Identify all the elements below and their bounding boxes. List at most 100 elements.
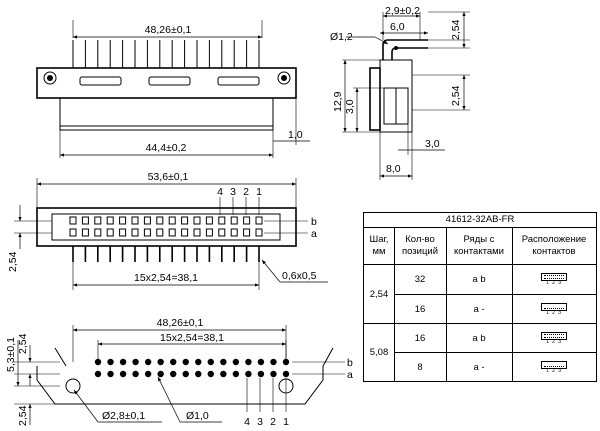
bottom-dim-span: 15x2,54=38,1 [160, 332, 224, 344]
bottom-pin-label-4: 4 [244, 416, 250, 428]
bottom-pin-label-3: 3 [257, 416, 263, 428]
hole-row-a [270, 370, 277, 378]
front-contact-b [106, 216, 114, 225]
cell-pitch: 5,08 [364, 323, 395, 381]
hole-row-b [232, 358, 240, 366]
hole-row-b [282, 358, 290, 366]
bottom-outline [36, 366, 324, 405]
front-view: 53,6±0,1 4 3 2 1 b a 2,54 15x2,54=38,1 0… [7, 171, 328, 290]
top-pins [72, 40, 260, 68]
side-flange [369, 67, 381, 131]
top-dim-width: 48,26±0,1 [145, 24, 192, 36]
pin-layout-icon [541, 360, 567, 369]
hole-row-a [282, 370, 290, 378]
front-contact-a [156, 228, 164, 237]
front-row-a: a [311, 228, 317, 240]
hole-row-b [257, 358, 265, 366]
bottom-pin-label-2: 2 [270, 416, 276, 428]
hole-row-a [195, 370, 202, 378]
side-view: 2,9±0,2 6,0 Ø1,2 2,54 2,54 12,9 3,0 8,0 [330, 5, 470, 180]
front-contact-a [168, 228, 176, 237]
front-contact-a [131, 228, 139, 237]
front-contact-b [181, 216, 189, 225]
front-pin-label-3: 3 [230, 186, 236, 198]
spec-table: 41612-32AB-FR Шаг, мм Кол-во позиций Ряд… [363, 212, 597, 382]
header-pitch: Шаг, мм [364, 228, 395, 264]
top-body [59, 97, 274, 131]
hole-row-a [157, 370, 164, 378]
hole-row-b [245, 358, 252, 366]
bottom-dim-pin-hole: Ø1,0 [186, 410, 209, 422]
front-contact-b [69, 216, 77, 225]
hole-row-a [170, 370, 177, 378]
front-contact-b [119, 216, 127, 225]
pin-layout-icon [541, 302, 567, 311]
front-dim-overall: 53,6±0,1 [148, 171, 189, 183]
hole-row-b [94, 358, 102, 366]
front-contact-b [230, 216, 238, 225]
hole-row-b [107, 358, 114, 366]
cell-count: 32 [394, 265, 447, 294]
hole-row-a [245, 370, 252, 378]
bottom-view: 48,26±0,1 15x2,54=38,1 b a 5,3±0,1 2,54 … [5, 317, 353, 428]
front-contact-a [243, 228, 251, 237]
bottom-dim-top-254: 2,54 [17, 333, 29, 354]
hole-row-b [220, 358, 227, 366]
front-contact-b [81, 216, 89, 225]
top-dim-body: 44,4±0,2 [146, 142, 187, 154]
bottom-row-b: b [347, 357, 353, 369]
front-contact-a [106, 228, 114, 237]
side-dim-hole: Ø1,2 [330, 31, 353, 43]
top-view: 48,26±0,1 44,4±0,2 1,0 [36, 20, 310, 158]
front-contact-a [69, 228, 77, 237]
cell-count: 16 [394, 324, 447, 352]
bottom-row-a: a [347, 369, 353, 381]
top-dim-edge: 1,0 [288, 129, 303, 141]
hole-row-b [182, 358, 189, 366]
cell-layout: 1 2 3 [512, 265, 596, 294]
front-contact-b [94, 216, 102, 225]
side-dim-row-bottom: 2,54 [450, 85, 462, 106]
front-contact-a [230, 228, 238, 237]
front-contact-a [218, 228, 226, 237]
front-frame [36, 207, 297, 247]
cell-rows: a b [446, 324, 513, 352]
front-contacts [69, 216, 263, 237]
hole-row-a [207, 370, 214, 378]
front-contact-a [181, 228, 189, 237]
front-contact-a [193, 228, 201, 237]
hole-row-a [119, 370, 127, 378]
front-contact-b [193, 216, 201, 225]
top-slot [148, 76, 191, 86]
side-pin-upper [382, 39, 428, 60]
hole-row-b [144, 358, 152, 366]
front-row-b: b [311, 216, 317, 228]
spec-table-title: 41612-32AB-FR [364, 213, 596, 228]
side-dim-face: 3,0 [344, 99, 356, 114]
front-pins [72, 246, 260, 262]
front-contact-a [205, 228, 213, 237]
header-rows: Ряды с контактами [446, 228, 513, 264]
side-dim-base: 8,0 [386, 163, 401, 175]
cell-count: 16 [394, 295, 447, 323]
bottom-dim-5-3: 5,3±0,1 [5, 337, 17, 372]
hole-row-b [132, 358, 139, 366]
hole-row-a [144, 370, 152, 378]
front-dim-span: 15x2,54=38,1 [134, 272, 198, 284]
bottom-mount-hole-left [65, 378, 81, 394]
front-contact-b [143, 216, 151, 225]
hole-row-b [207, 358, 214, 366]
cell-rows: a - [446, 295, 513, 323]
bottom-dim-mount-hole: Ø2,8±0,1 [102, 410, 145, 422]
side-dim-tail: 3,0 [425, 138, 440, 150]
cell-count: 8 [394, 353, 447, 381]
front-pin-label-2: 2 [243, 186, 249, 198]
cell-rows: a b [446, 265, 513, 294]
header-layout: Расположение контактов [521, 234, 587, 257]
hole-row-b [170, 358, 177, 366]
hole-row-a [182, 370, 189, 378]
front-contact-a [81, 228, 89, 237]
side-dim-row-top: 2,54 [450, 19, 462, 40]
front-contact-b [205, 216, 213, 225]
